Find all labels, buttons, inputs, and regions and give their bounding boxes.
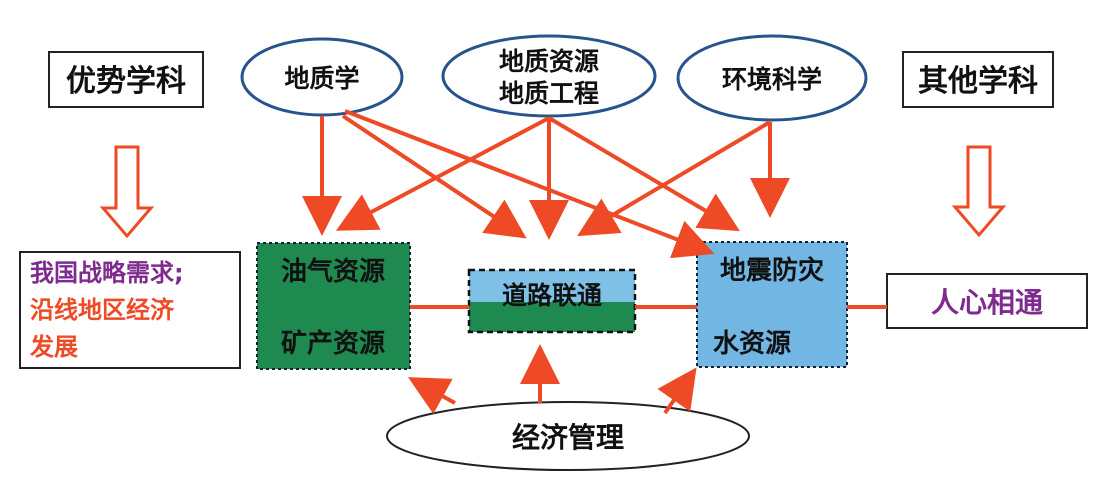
other-discipline-label: 其他学科: [918, 64, 1038, 99]
advantage-discipline-box: 优势学科: [48, 51, 204, 108]
strategy-line1: 我国战略需求;: [30, 259, 184, 287]
other-discipline-box: 其他学科: [902, 51, 1054, 108]
mineral-label: 矿产资源: [281, 328, 385, 359]
strategy-line2: 沿线地区经济: [30, 296, 175, 324]
left-hollow-arrow: [99, 145, 155, 239]
geology-label: 地质学: [284, 64, 359, 93]
road-label: 道路联通: [502, 281, 602, 310]
economics-ellipse: 经济管理: [386, 401, 750, 471]
economics-label: 经济管理: [512, 421, 624, 454]
earthquake-water-box: 地震防灾 水资源: [696, 241, 848, 368]
georesource-label-line2: 地质工程: [499, 79, 599, 108]
arrow-georesource-to-oilgas: [335, 116, 550, 231]
oil-gas-mineral-box: 油气资源 矿产资源: [256, 242, 411, 370]
right-hollow-arrow: [951, 145, 1007, 238]
people-label: 人心相通: [931, 286, 1043, 319]
arrows-group: [302, 109, 790, 415]
advantage-discipline-label: 优势学科: [66, 64, 186, 99]
arrow-georesource-to-earthquake: [547, 116, 740, 232]
road-connectivity-box: 道路联通: [467, 268, 637, 334]
strategy-box: 我国战略需求; 沿线地区经济 发展: [19, 251, 241, 369]
arrow-economics-to-water: [657, 367, 697, 415]
water-label: 水资源: [713, 329, 791, 359]
environment-label: 环境科学: [722, 65, 822, 94]
strategy-line3: 发展: [29, 333, 78, 361]
arrow-economics-to-mineral: [407, 377, 456, 414]
georesource-label-line1: 地质资源: [499, 47, 599, 76]
geology-ellipse: 地质学: [240, 37, 404, 117]
arrow-environment-to-road: [577, 120, 772, 237]
arrow-geology-to-road: [341, 114, 527, 239]
environment-ellipse: 环境科学: [676, 34, 868, 122]
earthquake-label: 地震防灾: [720, 255, 824, 286]
arrow-geology-to-earthquake: [344, 109, 715, 259]
georesource-ellipse: 地质资源 地质工程: [441, 34, 657, 118]
oilgas-label: 油气资源: [281, 256, 385, 287]
people-box: 人心相通: [886, 273, 1088, 329]
